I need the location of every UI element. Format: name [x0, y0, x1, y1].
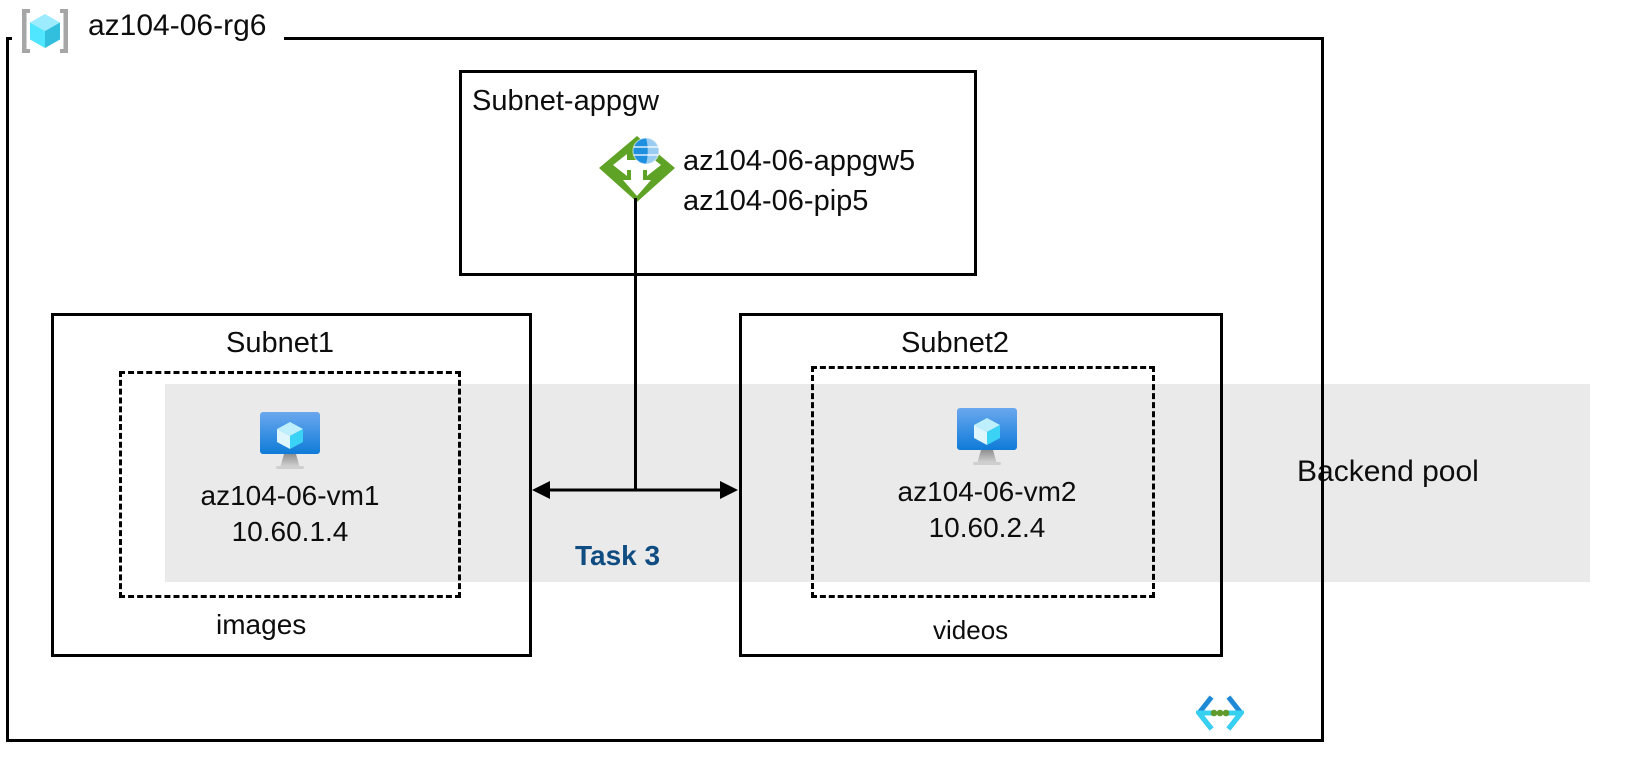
backend-pool-label: Backend pool	[1297, 455, 1479, 488]
resource-group-box	[6, 37, 1324, 742]
vm1-ip: 10.60.1.4	[231, 516, 349, 547]
backend-pool-band	[165, 384, 1590, 582]
vm2-node: az104-06-vm2 10.60.2.4	[862, 396, 1112, 546]
application-gateway-labels: az104-06-appgw5 az104-06-pip5	[683, 141, 915, 221]
subnet1-box	[51, 313, 532, 657]
virtual-machine-icon	[951, 396, 1023, 468]
subnet2-group-caption: videos	[933, 615, 1009, 645]
appgw-to-subnets-connector-line	[634, 198, 637, 490]
vm2-ip: 10.60.2.4	[928, 512, 1046, 543]
appgw-resource-name: az104-06-appgw5	[683, 145, 916, 177]
subnet-peering-arrow	[520, 468, 750, 512]
subnet1-dashed-group	[119, 371, 461, 598]
subnet2-title: Subnet2	[901, 327, 1010, 359]
resource-group-label: az104-06-rg6	[88, 9, 267, 42]
subnet2-dashed-group	[811, 366, 1155, 598]
vm1-node: az104-06-vm1 10.60.1.4	[165, 400, 415, 550]
virtual-machine-icon	[254, 400, 326, 472]
code-brackets-icon	[1193, 694, 1247, 732]
subnet1-title: Subnet1	[226, 327, 335, 359]
application-gateway-icon	[597, 134, 681, 206]
task-3-label: Task 3	[575, 540, 661, 571]
subnet1-group-caption: images	[216, 609, 307, 640]
resource-group-cube-icon	[16, 5, 74, 57]
subnet-appgw-title: Subnet-appgw	[472, 85, 660, 117]
subnet-appgw-box	[459, 70, 977, 276]
vm1-name: az104-06-vm1	[200, 480, 380, 511]
subnet2-box	[739, 313, 1223, 657]
vm2-name: az104-06-vm2	[897, 476, 1077, 507]
appgw-public-ip-name: az104-06-pip5	[683, 185, 869, 217]
